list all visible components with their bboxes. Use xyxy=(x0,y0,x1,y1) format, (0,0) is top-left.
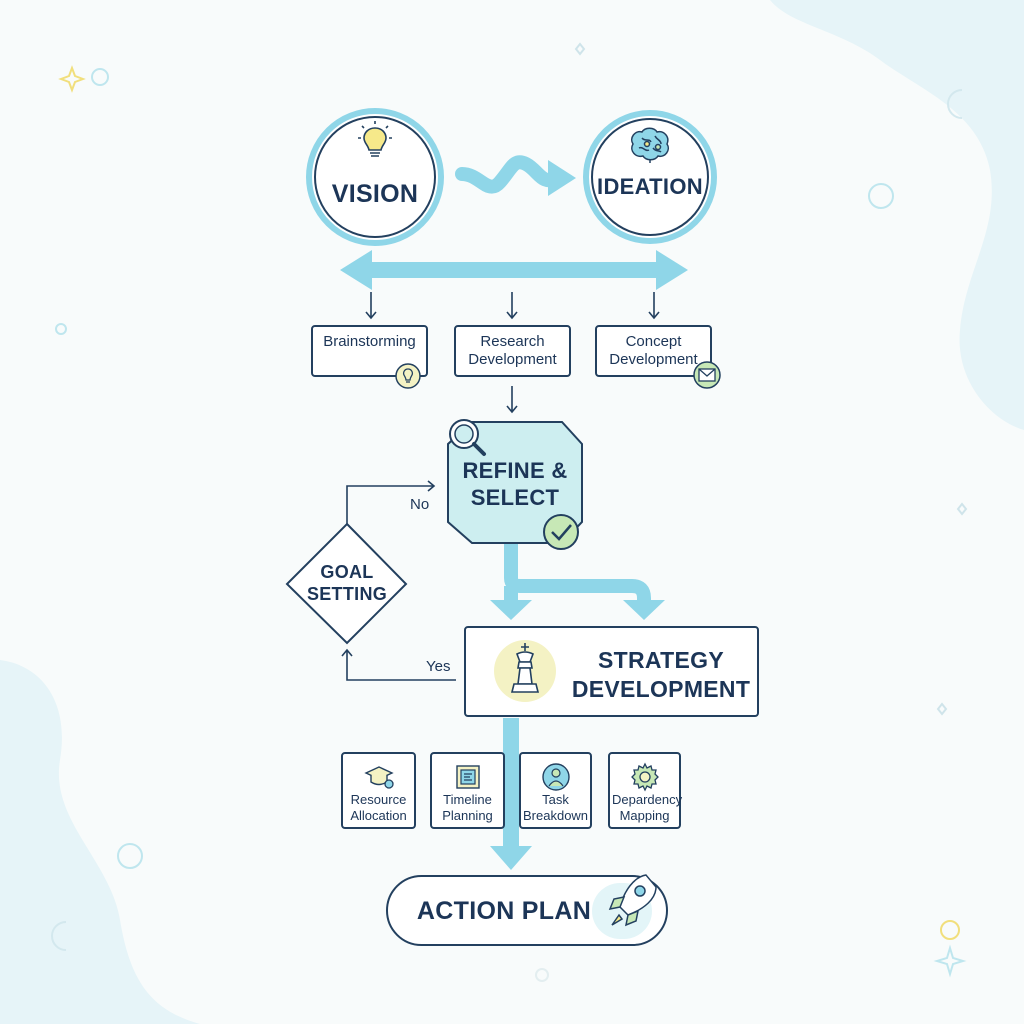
ideation-circle xyxy=(583,110,717,244)
research-development-line-2: Development xyxy=(468,351,557,368)
action-plan-node[interactable]: ACTION PLAN xyxy=(386,874,668,946)
arrow-refine-split xyxy=(504,544,651,604)
decor-sparkles xyxy=(51,42,968,982)
vision-node[interactable]: VISION xyxy=(306,108,444,246)
no-label: No xyxy=(410,496,430,513)
timeline-planning-box[interactable]: Timeline Planning xyxy=(430,752,505,829)
timeline-planning-line-2: Planning xyxy=(442,808,493,823)
arrow-refine-split-head-right xyxy=(623,600,665,620)
goal-setting-line-2: SETTING xyxy=(306,584,388,604)
thin-down-arrows xyxy=(365,292,660,414)
checkmark-badge-icon xyxy=(543,514,579,550)
envelope-badge-icon xyxy=(693,361,721,389)
strategy-line-1: STRATEGY xyxy=(598,647,724,673)
concept-development-line-2: Development xyxy=(609,351,698,368)
action-plan-label: ACTION PLAN xyxy=(416,897,592,925)
goal-setting-line-1: GOAL xyxy=(320,562,374,582)
refine-select-line-1: REFINE & xyxy=(462,458,568,483)
lightbulb-icon xyxy=(358,121,392,157)
research-development-box[interactable]: Research Development xyxy=(454,325,571,377)
background-blob-bottom-left xyxy=(0,660,200,1024)
refine-select-node[interactable]: REFINE & SELECT xyxy=(448,422,582,543)
arrow-strategy-to-action xyxy=(490,718,532,870)
arrow-vision-to-ideation-head xyxy=(548,160,576,196)
loop-yes-connector xyxy=(341,648,456,681)
resource-allocation-line-1: Resource xyxy=(350,792,407,807)
arrow-vision-to-ideation xyxy=(455,155,563,194)
gear-icon xyxy=(630,762,659,792)
task-breakdown-line-2: Breakdown xyxy=(523,808,589,823)
rocket-icon xyxy=(608,874,657,927)
arrow-refine-split-head-left xyxy=(490,600,532,620)
timeline-planning-line-1: Timeline xyxy=(443,792,492,807)
task-breakdown-box[interactable]: Task Breakdown xyxy=(519,752,592,829)
background-blob-top-right xyxy=(770,0,1024,430)
goal-setting-node[interactable]: GOAL SETTING xyxy=(287,524,407,644)
graduation-cap-icon xyxy=(363,766,394,789)
strategy-line-2: DEVELOPMENT xyxy=(571,676,751,702)
person-icon xyxy=(541,763,570,791)
vision-circle xyxy=(306,108,444,246)
calendar-icon xyxy=(455,765,480,789)
strategy-development-box[interactable]: STRATEGY DEVELOPMENT xyxy=(464,626,759,717)
dependency-mapping-box[interactable]: Depardency Mapping xyxy=(608,752,683,829)
brain-icon xyxy=(630,127,670,163)
loop-no-connector xyxy=(346,480,436,524)
ideation-node[interactable]: IDEATION xyxy=(583,110,717,244)
dependency-mapping-line-1: Depardency xyxy=(612,792,683,807)
research-development-line-1: Research xyxy=(480,333,545,350)
concept-development-box[interactable]: Concept Development xyxy=(595,325,712,377)
lightbulb-badge-icon xyxy=(395,363,421,389)
resource-allocation-line-2: Allocation xyxy=(350,808,407,823)
ideation-label: IDEATION xyxy=(597,174,703,199)
resource-allocation-box[interactable]: Resource Allocation xyxy=(341,752,416,829)
concept-development-line-1: Concept xyxy=(625,333,682,350)
vision-label: VISION xyxy=(331,180,419,208)
dependency-mapping-line-2: Mapping xyxy=(619,808,670,823)
goal-setting-diamond xyxy=(285,522,408,645)
magnifier-icon xyxy=(449,419,486,456)
double-arrow-horizontal xyxy=(340,250,688,290)
refine-select-line-2: SELECT xyxy=(470,485,560,510)
chess-king-icon xyxy=(494,640,556,702)
task-breakdown-line-1: Task xyxy=(542,792,569,807)
yes-label: Yes xyxy=(426,658,451,675)
brainstorming-label: Brainstorming xyxy=(323,333,416,350)
